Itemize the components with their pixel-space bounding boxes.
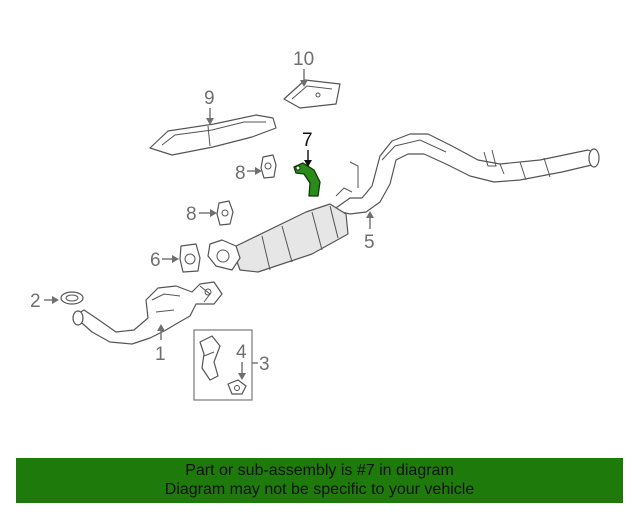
callout-9: 9 <box>204 88 215 109</box>
callout-8-lower-arrowhead <box>210 209 217 217</box>
callout-6: 6 <box>150 250 161 271</box>
callout-10: 10 <box>293 49 314 70</box>
callout-5-arrowhead <box>366 211 374 218</box>
part-8-hanger-lower[interactable] <box>216 200 234 226</box>
callout-4-arrowhead <box>238 373 246 380</box>
part-8-hanger-upper[interactable] <box>260 154 277 179</box>
part-1-catalytic-converter[interactable] <box>72 281 223 345</box>
callout-6-arrowhead <box>172 255 179 263</box>
callout-4: 4 <box>236 342 247 363</box>
callout-10-arrowhead <box>300 80 308 87</box>
part-5-muffler-tailpipe[interactable] <box>207 133 600 273</box>
banner-line-1: Part or sub-assembly is #7 in diagram <box>185 462 454 479</box>
callout-5: 5 <box>364 232 375 253</box>
exhaust-parts-diagram: 10 9 8 8 7 <box>30 49 600 401</box>
banner-line-2: Diagram may not be specific to your vehi… <box>164 481 475 498</box>
callout-1: 1 <box>155 344 166 365</box>
part-10-heat-shield[interactable] <box>283 79 341 109</box>
fitment-notice-banner: Part or sub-assembly is #7 in diagram Di… <box>16 458 623 503</box>
callout-2-arrowhead <box>52 296 59 304</box>
callout-7: 7 <box>302 130 313 151</box>
part-2-seal[interactable] <box>60 291 84 305</box>
callout-2: 2 <box>30 291 41 312</box>
callout-8-lower: 8 <box>186 204 197 225</box>
part-9-heat-shield[interactable] <box>149 114 277 156</box>
callout-8-upper: 8 <box>235 163 246 184</box>
callout-7-arrowhead <box>304 160 312 167</box>
part-7-hanger-bracket[interactable] <box>293 162 321 197</box>
callout-1-arrowhead <box>157 324 165 331</box>
part-3-hanger-kit[interactable] <box>193 329 253 401</box>
callout-3: 3 <box>259 354 270 375</box>
callout-9-arrowhead <box>206 118 214 125</box>
part-6-gasket[interactable] <box>179 243 201 273</box>
callout-8-upper-arrowhead <box>255 167 262 175</box>
